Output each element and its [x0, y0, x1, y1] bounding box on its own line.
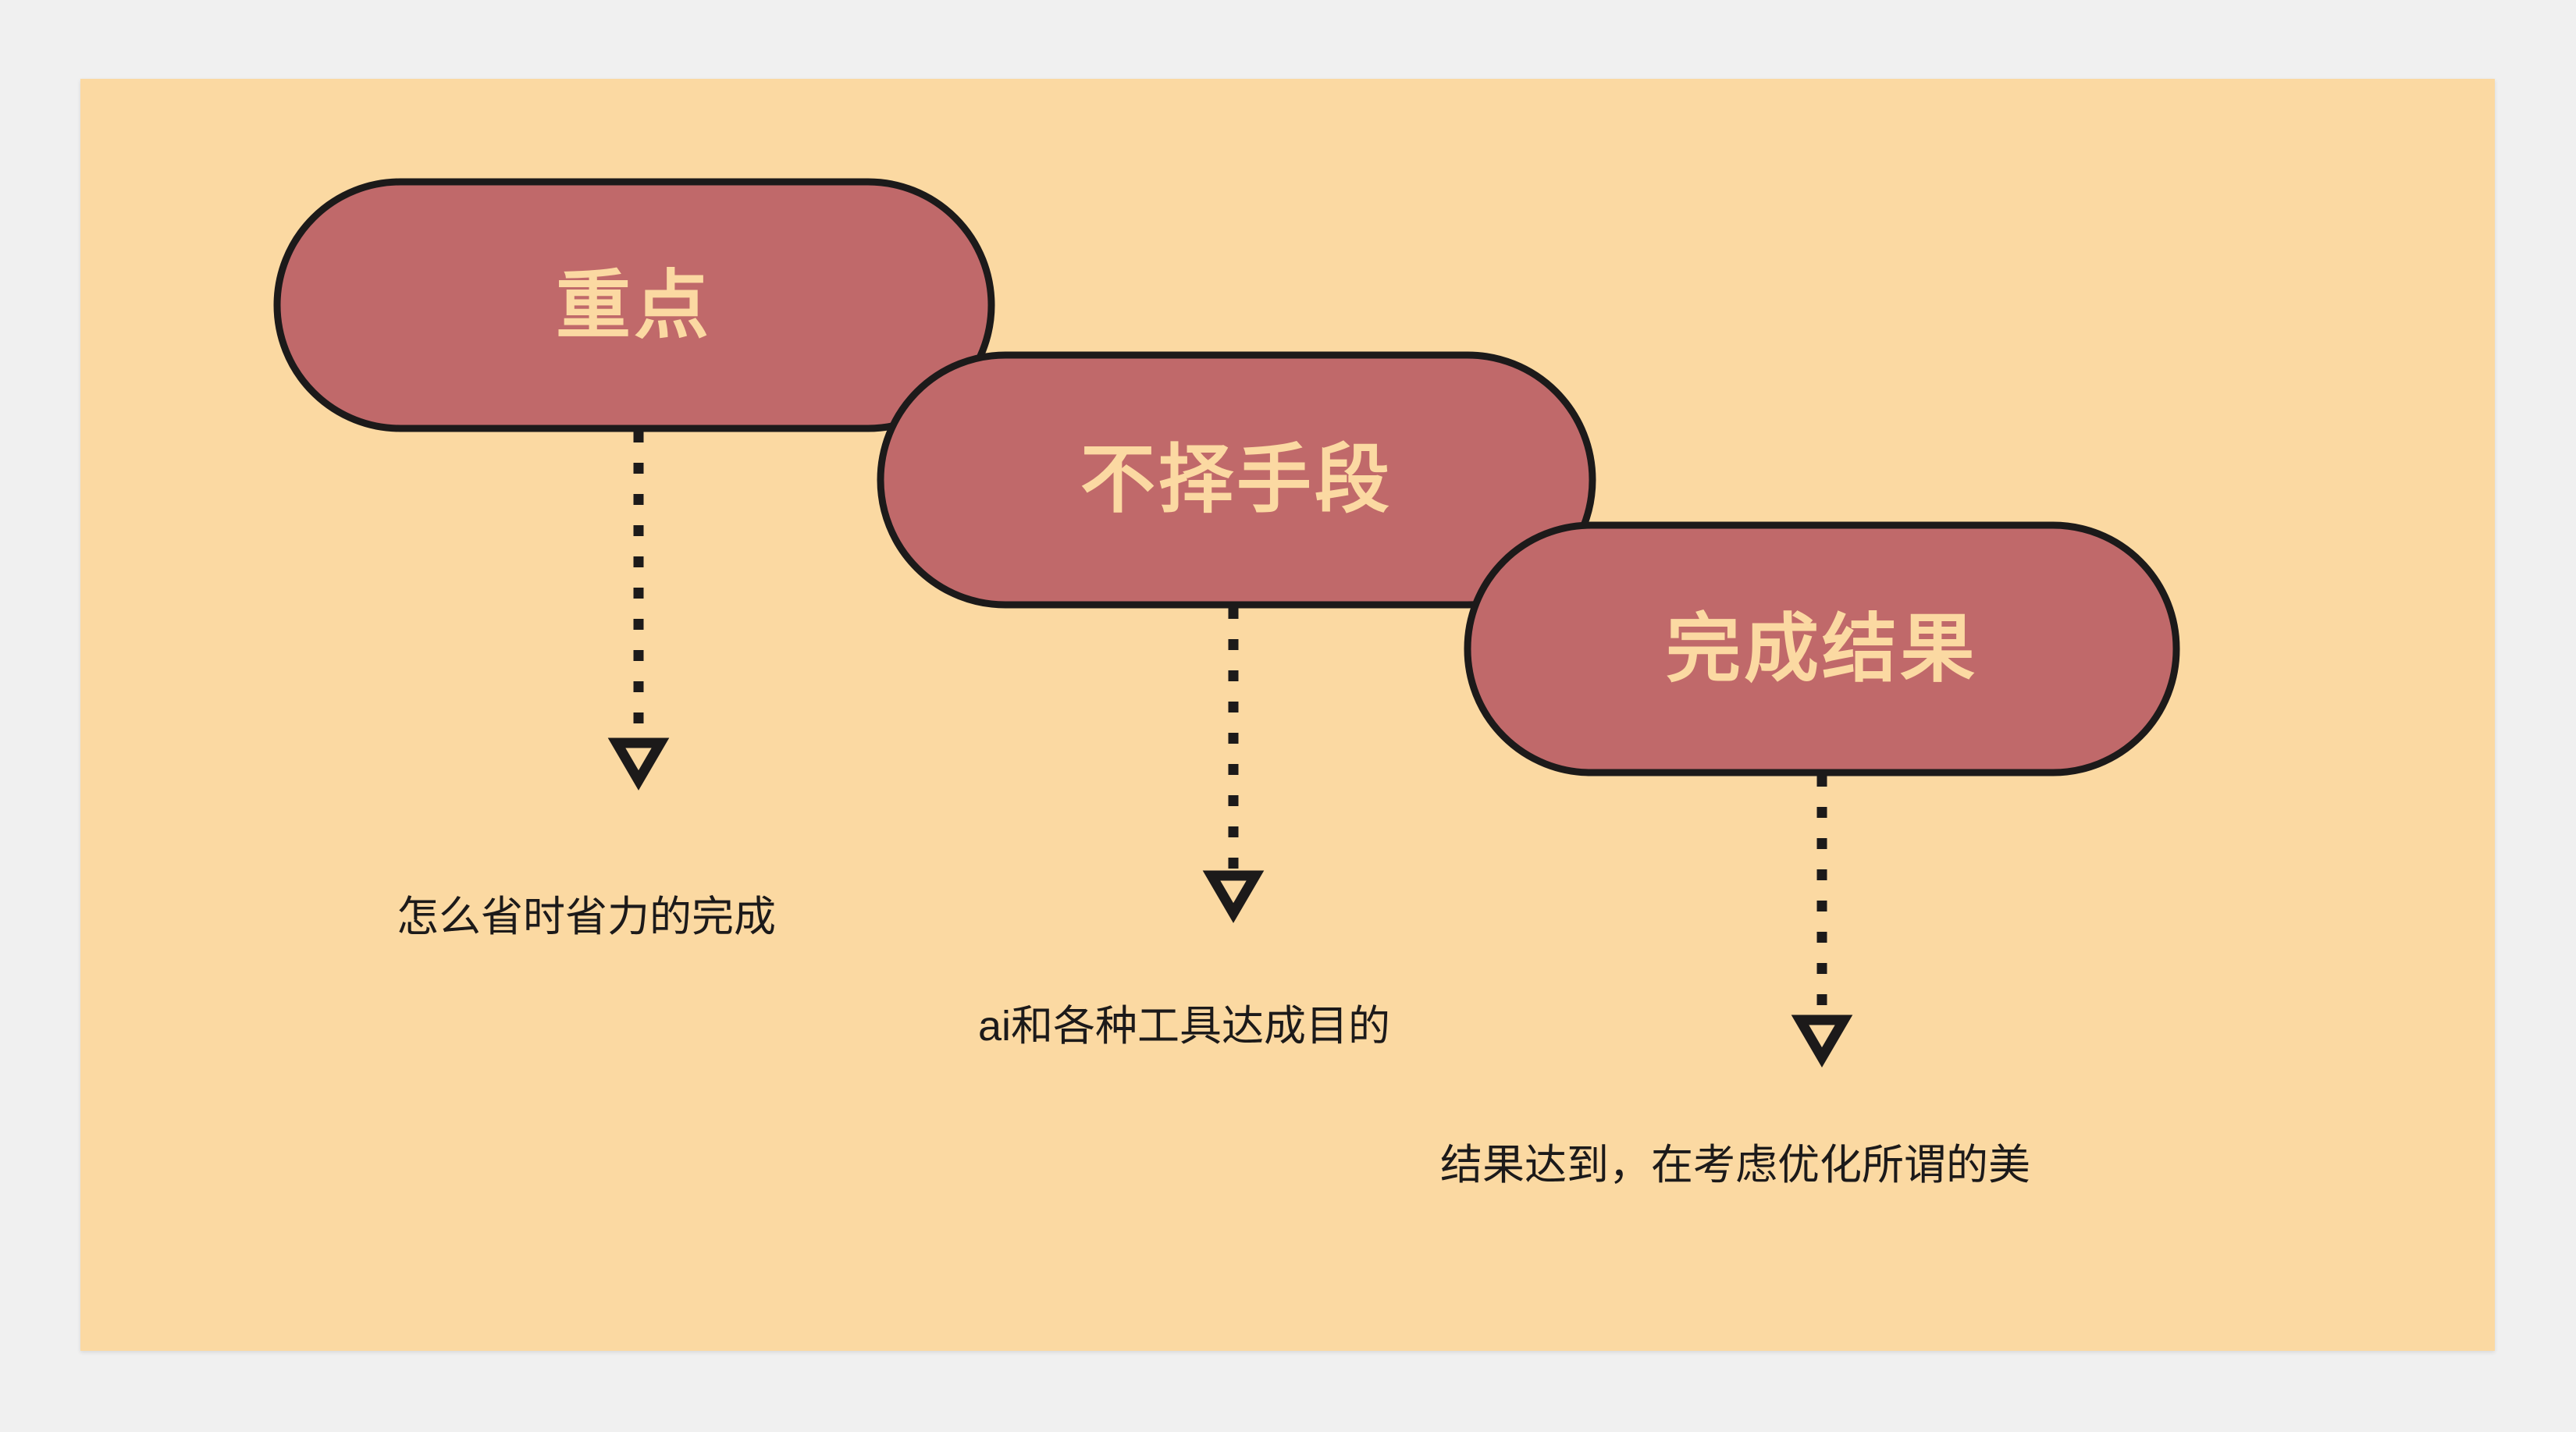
- caption-3: 结果达到，在考虑优化所谓的美: [1440, 1142, 2030, 1189]
- pill-shape-3[interactable]: [1464, 521, 2180, 776]
- step-group-3: 完成结果 结果达到，在考虑优化所谓的美: [1440, 521, 2180, 1189]
- pill-label-1: 重点: [556, 265, 712, 348]
- pill-label-3: 完成结果: [1666, 608, 1978, 691]
- pill-shape-2[interactable]: [877, 351, 1596, 609]
- caption-1: 怎么省时省力的完成: [397, 894, 776, 940]
- step-group-1: 重点 怎么省时省力的完成: [273, 178, 995, 940]
- arrowhead-icon-2: [1202, 870, 1265, 923]
- caption-2: ai和各种工具达成目的: [978, 1003, 1390, 1050]
- arrowhead-icon-1: [607, 737, 670, 791]
- pill-shape-1[interactable]: [273, 178, 995, 432]
- arrowhead-icon-3: [1791, 1014, 1853, 1068]
- step-group-2: 不择手段 ai和各种工具达成目的: [877, 351, 1596, 1050]
- pill-label-2: 不择手段: [1080, 439, 1393, 522]
